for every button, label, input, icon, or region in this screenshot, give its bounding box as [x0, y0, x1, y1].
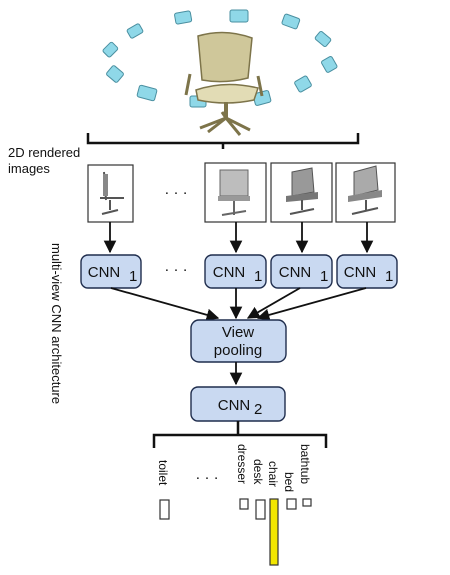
cnn1-block: CNN 1 — [336, 254, 398, 289]
svg-text:View: View — [222, 324, 254, 341]
score-bar-dresser — [239, 498, 249, 510]
category-label-toilet: toilet — [156, 460, 170, 486]
svg-text:1: 1 — [129, 268, 137, 285]
camera-icon — [174, 10, 193, 25]
svg-text:1: 1 — [385, 268, 393, 285]
svg-text:1: 1 — [254, 268, 262, 285]
views-ellipsis: · · · — [164, 184, 187, 201]
top-brace — [86, 133, 360, 149]
svg-text:1: 1 — [320, 268, 328, 285]
svg-text:CNN: CNN — [213, 264, 246, 281]
category-label-dresser: dresser — [235, 444, 249, 485]
category-label-bed: bed — [282, 472, 296, 493]
score-bar-toilet — [159, 499, 170, 520]
cnn1-block: CNN 1 — [204, 254, 267, 289]
view-pooling-block: View pooling — [190, 319, 287, 363]
camera-icon — [321, 56, 338, 73]
svg-text:CNN: CNN — [344, 264, 377, 281]
camera-icon — [126, 23, 144, 39]
camera-icon — [229, 9, 249, 23]
rendered-image — [204, 162, 267, 223]
camera-icon — [102, 41, 119, 58]
rendered-images-label: 2D rendered images — [8, 145, 81, 176]
camera-ring — [102, 9, 338, 108]
score-bars — [159, 498, 312, 566]
camera-icon — [281, 13, 301, 30]
architecture-label: multi-view CNN architecture — [49, 243, 64, 405]
score-bar-bathtub — [302, 498, 312, 507]
camera-icon — [314, 30, 332, 48]
chair-model — [184, 31, 264, 136]
score-bar-chair — [269, 498, 279, 566]
rendered-image — [335, 162, 396, 223]
cnn2-block: CNN 2 — [190, 386, 286, 422]
category-label-bathtub: bathtub — [298, 444, 312, 485]
rendered-image — [87, 164, 134, 223]
svg-text:pooling: pooling — [214, 342, 262, 359]
rendered-image — [270, 162, 333, 223]
camera-icon — [106, 65, 124, 83]
category-label-desk: desk — [251, 459, 265, 485]
category-label-chair: chair — [266, 461, 280, 488]
svg-text:CNN: CNN — [279, 264, 312, 281]
score-bar-bed — [286, 498, 297, 510]
camera-icon — [136, 84, 158, 102]
svg-text:CNN: CNN — [88, 264, 121, 281]
cnn1-block: CNN 1 — [80, 254, 142, 289]
cnn1-block: CNN 1 — [270, 254, 333, 289]
camera-icon — [294, 75, 312, 93]
cnn-ellipsis: · · · — [164, 261, 187, 278]
bottom-brace — [152, 421, 328, 448]
score-bar-desk — [255, 499, 266, 520]
svg-text:CNN: CNN — [218, 397, 251, 414]
svg-text:2: 2 — [254, 401, 262, 418]
category-ellipsis: · · · — [195, 469, 218, 486]
